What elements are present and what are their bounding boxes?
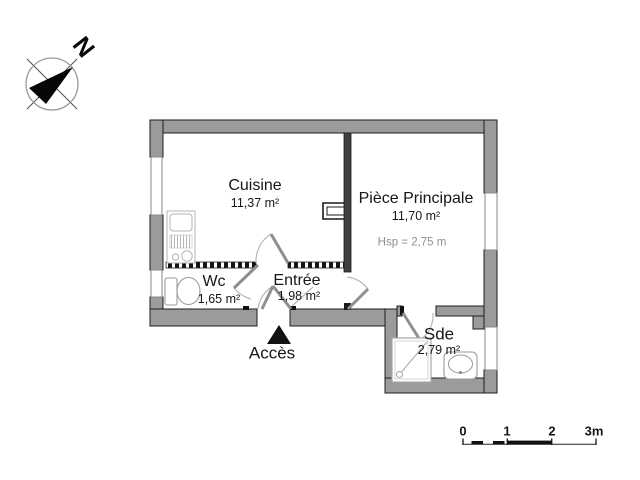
door-swing-pp (346, 276, 369, 290)
scale-tick-label-0: 0 (459, 423, 467, 439)
wall-bottom-middle (289, 308, 398, 327)
toilet-icon (164, 276, 201, 306)
access-label: Accès (248, 343, 296, 363)
window-cuisine (150, 156, 163, 216)
wall-cuisine-pp-stub (344, 303, 351, 310)
window-sde (484, 326, 498, 371)
wall-right (483, 119, 498, 194)
room-label-cuisine: Cuisine (228, 177, 282, 194)
room-label-sde: Sde (423, 324, 455, 344)
doors (232, 233, 434, 341)
door-leaf-cuisine (269, 233, 290, 264)
ceiling-height-note: Hsp = 2,75 m (377, 236, 447, 249)
door-jamb (290, 306, 296, 310)
room-area-cuisine: 11,37 m² (230, 195, 280, 210)
scale-bar (462, 438, 597, 445)
compass-rose (25, 57, 79, 111)
room-area-sde: 2,79 m² (417, 342, 461, 357)
door-leaf-wc (232, 263, 260, 290)
wall-cuisine-pp (343, 132, 352, 273)
scale-tick-label-2: 2 (548, 423, 556, 439)
room-label-wc: Wc (202, 273, 226, 290)
room-label-piece-principale: Pièce Principale (358, 190, 474, 207)
kitchen-sink-unit-icon (166, 210, 196, 264)
wall-bottom-left (149, 308, 258, 327)
shower-icon (391, 337, 432, 383)
wall-sde-top (435, 305, 485, 317)
wall-left (149, 119, 164, 158)
scale-tick-label-1: 1 (503, 423, 511, 439)
compass-circle (25, 57, 79, 111)
window-wc (150, 269, 163, 298)
door-leaf-pp (346, 287, 370, 311)
room-area-wc: 1,65 m² (197, 291, 241, 306)
scale-tick-label-3: 3m (584, 423, 604, 439)
door-swing-wc (233, 287, 252, 300)
door-leaf-entry (271, 285, 293, 310)
window-piece-principale (484, 192, 498, 251)
wall-right (483, 369, 498, 394)
door-jamb (400, 306, 404, 315)
washbasin-icon (443, 351, 478, 380)
wall-sde-step (472, 315, 485, 330)
room-area-entree: 1,98 m² (277, 288, 321, 303)
wall-glazed-partition (287, 261, 345, 269)
wall-top (149, 119, 498, 134)
room-label-entree: Entrée (273, 272, 321, 289)
radiator-icon (322, 202, 344, 220)
door-leaf-sde (401, 312, 422, 341)
exterior-walls (149, 119, 498, 394)
room-area-piece-principale: 11,70 m² (391, 208, 441, 223)
access-arrow-icon (267, 325, 291, 344)
door-leaf-entry (260, 285, 275, 310)
windows (150, 156, 498, 371)
wall-left (149, 214, 164, 271)
compass-needle-icon (29, 67, 73, 104)
door-jamb (243, 306, 249, 310)
door-swing-cuisine (255, 233, 272, 264)
door-swing-entry (291, 286, 314, 307)
wall-right (483, 249, 498, 328)
